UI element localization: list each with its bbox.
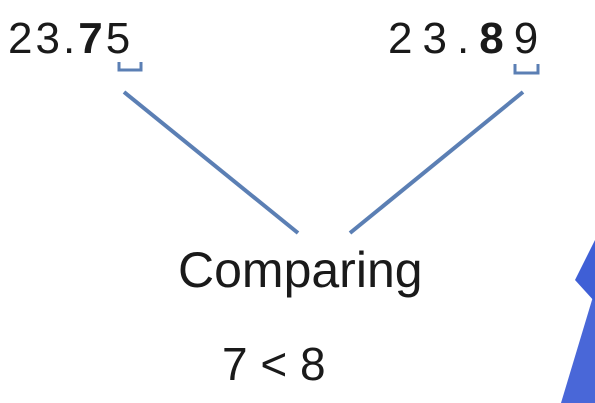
right-hundredths-digit: 9 (513, 14, 549, 63)
left-decimal-point: . (62, 14, 79, 63)
comparison-expression: 7 < 8 (222, 336, 326, 392)
right-number: 23.89 (388, 14, 548, 64)
comparison-left-value: 7 (222, 338, 248, 390)
right-digit-1: 2 (388, 14, 423, 63)
right-tenths-digit: 8 (479, 14, 514, 63)
left-tenths-digit: 7 (78, 14, 106, 63)
right-connector-line (348, 90, 525, 235)
left-connector-line (122, 90, 300, 235)
decorative-wedge (561, 290, 595, 403)
right-digit-2: 3 (422, 14, 457, 63)
left-hundredths-digit: 5 (105, 14, 134, 63)
right-decimal-point: . (456, 14, 480, 63)
less-than-operator: < (260, 338, 288, 390)
left-number: 23.75 (8, 14, 133, 64)
left-bracket (117, 62, 143, 72)
left-digit-1: 2 (8, 14, 36, 63)
left-digit-2: 3 (35, 14, 63, 63)
decorative-triangle (575, 240, 595, 302)
decorative-shape (561, 240, 595, 403)
comparing-label: Comparing (178, 242, 423, 298)
right-bracket (513, 64, 540, 75)
comparison-right-value: 8 (300, 338, 326, 390)
